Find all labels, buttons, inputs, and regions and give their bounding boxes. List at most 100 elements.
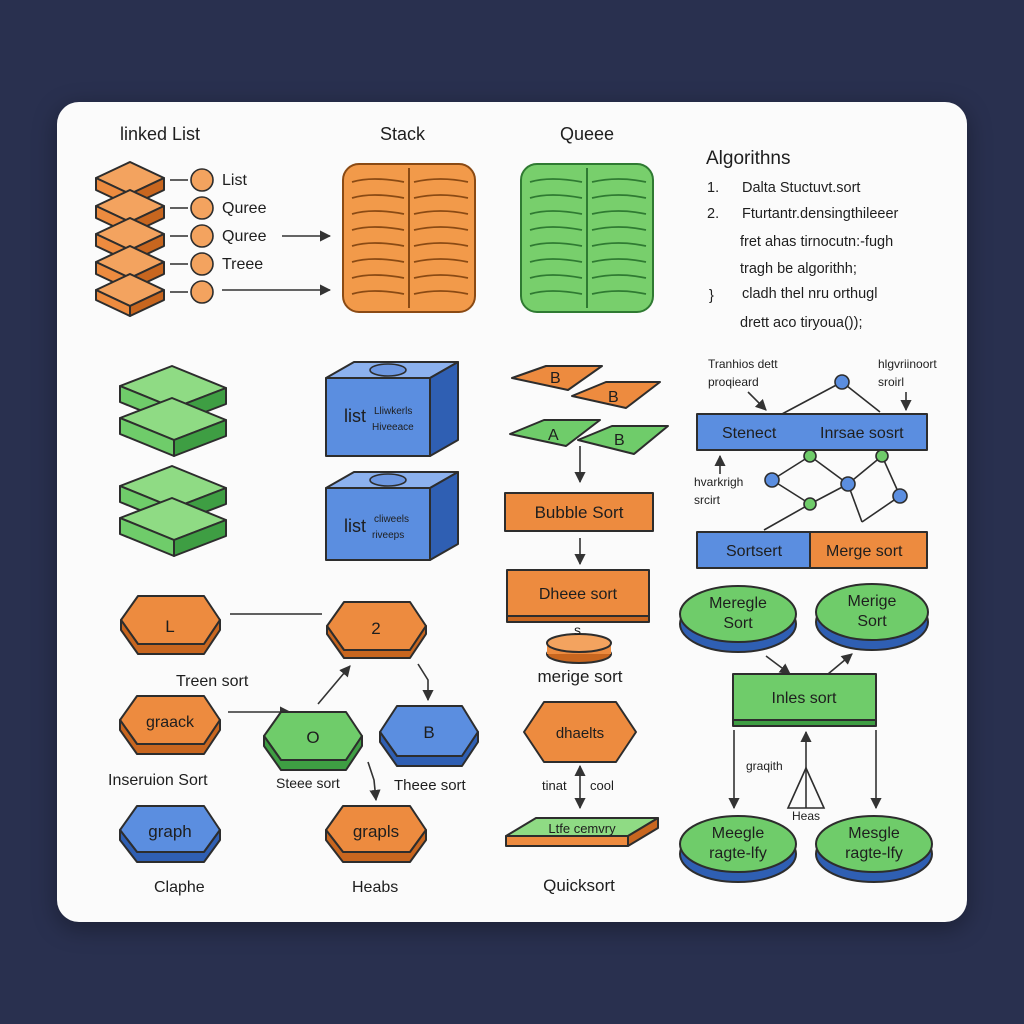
algo-number: 1. bbox=[707, 180, 719, 196]
list-node bbox=[190, 280, 214, 304]
algo-item: drett aco tiryoua()); bbox=[740, 315, 863, 331]
disc-label: ragte-lfy bbox=[845, 845, 903, 862]
treen-sort-label: Treen sort bbox=[176, 673, 249, 690]
disc-label: Sort bbox=[723, 615, 753, 632]
list-node bbox=[190, 224, 214, 248]
dhee-sort-box: Dheee sort bbox=[506, 569, 650, 623]
graph-node bbox=[803, 497, 817, 511]
algo-item: cladh thel nru orthugl bbox=[742, 286, 877, 302]
list-node-label: Quree bbox=[222, 200, 267, 217]
hexagon-l: L bbox=[120, 595, 221, 655]
hexagon-label: L bbox=[165, 617, 174, 636]
tree-graph bbox=[763, 374, 908, 531]
algorithms-title: Algorithns bbox=[706, 148, 791, 169]
inles-sort-box: Inles sort bbox=[732, 673, 877, 727]
hexagon-label: graack bbox=[146, 714, 195, 731]
dhee-sort-label: Dheee sort bbox=[539, 586, 618, 603]
diamond-label: B bbox=[608, 389, 619, 406]
disc-label: Mesgle bbox=[848, 825, 900, 842]
hexagon-graack: graack bbox=[119, 695, 221, 755]
diamond-label: B bbox=[614, 432, 625, 449]
algo-item: Dalta Stuctuvt.sort bbox=[742, 180, 860, 196]
linked-list-title: linked List bbox=[120, 124, 200, 144]
merige-sort-label: merige sort bbox=[537, 667, 622, 686]
arrow bbox=[827, 653, 853, 675]
graph-note: proqieard bbox=[708, 375, 759, 389]
dhaelts-label: dhaelts bbox=[556, 725, 604, 742]
life-cemvry-label: Ltfe cemvry bbox=[548, 821, 616, 836]
list-node-label: Treee bbox=[222, 256, 263, 273]
tinat-label: tinat bbox=[542, 778, 567, 793]
list-node bbox=[190, 252, 214, 276]
graph-node bbox=[764, 472, 780, 488]
algo-item: fret ahas tirnocutn:-fugh bbox=[740, 234, 893, 250]
graph-note: hlgvriinoort bbox=[878, 357, 937, 371]
graph-node bbox=[834, 374, 850, 390]
inles-sort-label: Inles sort bbox=[772, 690, 837, 707]
bar-label: Stenect bbox=[722, 425, 777, 442]
list-node bbox=[190, 168, 214, 192]
linked-list-nodes: List Quree Quree Treee bbox=[170, 168, 267, 304]
diamond-b2: B bbox=[571, 381, 661, 409]
algo-item: Fturtantr.densingthileeer bbox=[742, 206, 899, 222]
hexagon-2: 2 bbox=[326, 601, 427, 659]
cube-label: list bbox=[344, 516, 366, 536]
cube-sublabel: Hiveeace bbox=[372, 422, 414, 433]
blue-cube: list Lliwkerls Hiveeace bbox=[325, 361, 459, 457]
hexagon-label: O bbox=[306, 728, 319, 747]
bubble-sort-label: Bubble Sort bbox=[535, 503, 624, 522]
cool-label: cool bbox=[590, 778, 614, 793]
merge-disc-bottom-right: Mesgle ragte-lfy bbox=[815, 815, 933, 883]
graph-node bbox=[875, 449, 889, 463]
stack-container bbox=[342, 163, 476, 313]
theee-sort-label: Theee sort bbox=[394, 777, 467, 794]
diamond-a: A bbox=[509, 419, 601, 447]
cube-sublabel: cliweels bbox=[374, 514, 409, 525]
hexagon-graph: graph bbox=[119, 805, 221, 863]
bar-label: Inrsae sosrt bbox=[820, 425, 904, 442]
sortsert-bar: Sortsert Merge sort bbox=[696, 531, 928, 569]
graph-node bbox=[840, 476, 856, 492]
merge-disc-top-right: Merige Sort bbox=[815, 583, 929, 651]
queue-title: Queee bbox=[560, 124, 614, 144]
quicksort-label: Quicksort bbox=[543, 876, 615, 895]
graqith-label: graqith bbox=[746, 759, 783, 773]
insertion-sort-label: Inseruion Sort bbox=[108, 772, 208, 789]
arrow bbox=[317, 665, 351, 705]
list-node-label: List bbox=[222, 172, 247, 189]
graph-side-note: hvarkrigh bbox=[694, 475, 743, 489]
graph-node bbox=[803, 449, 817, 463]
disc-label: Sort bbox=[857, 613, 887, 630]
hexagon-label: 2 bbox=[371, 619, 380, 638]
diamond-label: A bbox=[548, 427, 559, 444]
hexagon-label: grapls bbox=[353, 822, 399, 841]
triangle-connector bbox=[786, 766, 826, 809]
bar-label: Sortsert bbox=[726, 543, 783, 560]
disc-label: Meregle bbox=[709, 595, 767, 612]
disc-shape: s bbox=[546, 622, 612, 664]
bubble-sort-box: Bubble Sort bbox=[504, 492, 654, 532]
blue-cube: list cliweels riveeps bbox=[325, 471, 459, 561]
cube-sublabel: Lliwkerls bbox=[374, 406, 412, 417]
arrow bbox=[367, 761, 381, 802]
disc-label: Merige bbox=[848, 593, 897, 610]
graph-note: Tranhios dett bbox=[708, 357, 778, 371]
list-block bbox=[95, 273, 165, 317]
graph-side-note: srcirt bbox=[694, 493, 721, 507]
disc-label: Meegle bbox=[712, 825, 765, 842]
hexagon-label: B bbox=[423, 723, 434, 742]
hexagon-grapls: grapls bbox=[325, 805, 427, 863]
graphe-label: Claphe bbox=[154, 879, 205, 896]
graph-node bbox=[892, 488, 908, 504]
arrow bbox=[747, 391, 767, 411]
algo-item: tragh be algorithh; bbox=[740, 261, 857, 277]
dhaelts-hexagon: dhaelts bbox=[523, 701, 637, 763]
hexagon-o: O bbox=[263, 711, 363, 771]
squiggle-label: s bbox=[574, 622, 581, 638]
arrow bbox=[765, 655, 791, 675]
cube-sublabel: riveeps bbox=[372, 530, 404, 541]
stack-title: Stack bbox=[380, 124, 426, 144]
list-node bbox=[190, 196, 214, 220]
steee-sort-label: Steee sort bbox=[276, 775, 340, 791]
